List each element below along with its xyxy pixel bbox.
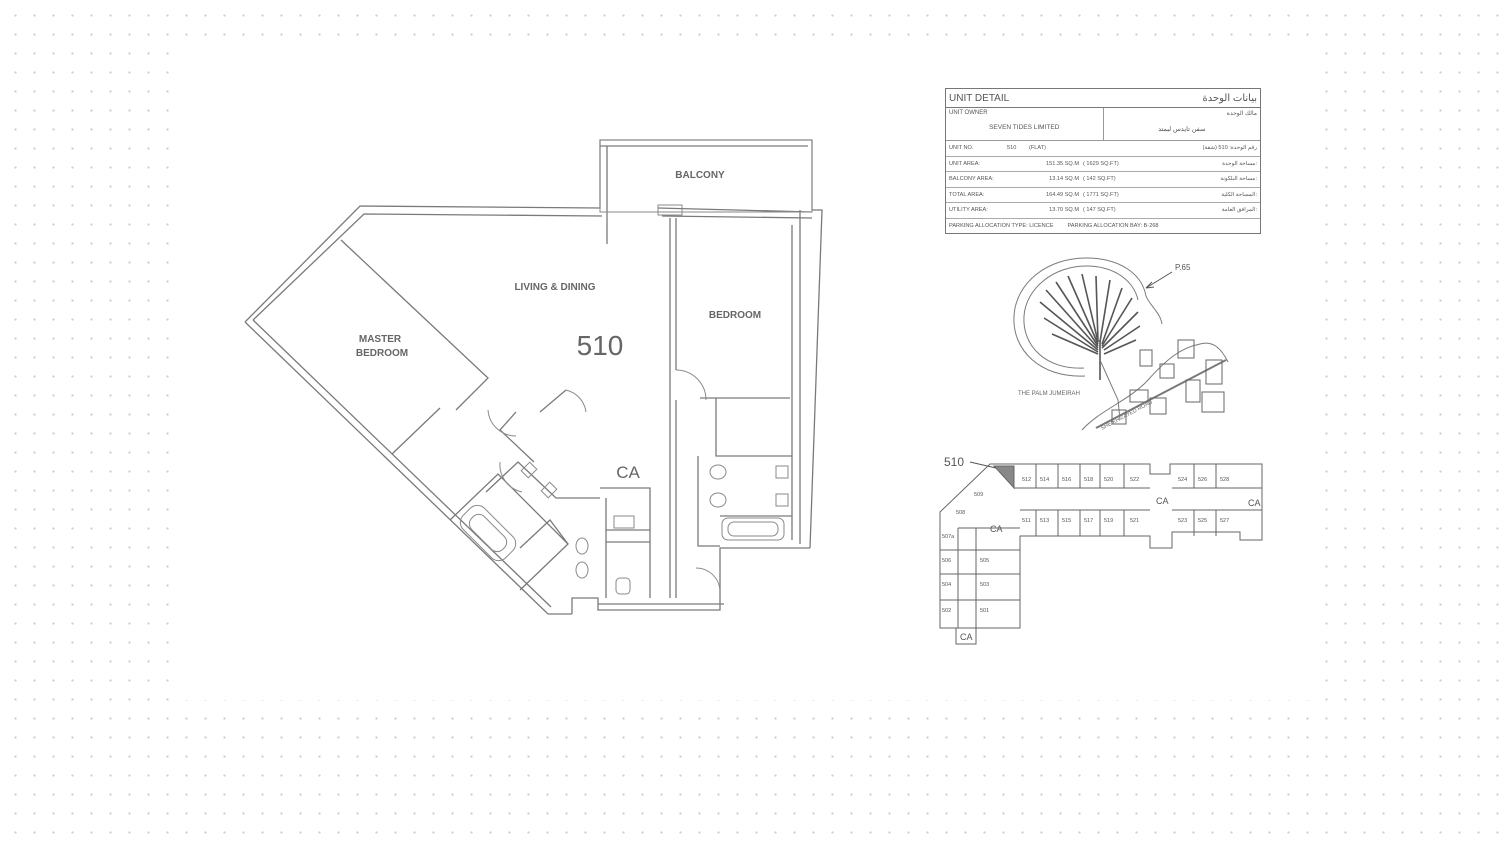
owner-label-ar: مالك الوحدة (1226, 111, 1257, 117)
bath-fixtures (459, 461, 789, 595)
area-label-ar: المرافق العامة: (1221, 207, 1257, 214)
area-sqm: 164.49 SQ.M (1046, 191, 1079, 198)
parking-bay: PARKING ALLOCATION BAY: B-268 (1067, 222, 1159, 229)
unit-detail-header: UNIT DETAIL بيانات الوحدة (946, 89, 1260, 108)
unit-number-label: 510 (577, 330, 624, 361)
area-sqm: 13.14 SQ.M (1049, 176, 1079, 183)
area-sqft: ( 147 SQ.FT) (1083, 207, 1116, 214)
area-sqft: ( 142 SQ.FT) (1083, 176, 1116, 183)
parking-row: PARKING ALLOCATION TYPE: LICENCE PARKING… (946, 219, 1260, 234)
area-label: BALCONY AREA: (949, 176, 994, 183)
master-bedroom-label-1: MASTER (359, 334, 402, 345)
unit-detail-title-ar: بيانات الوحدة (1202, 92, 1257, 104)
area-row: TOTAL AREA: 164.49 SQ.M ( 1771 SQ.FT) ال… (946, 188, 1260, 203)
area-label-ar: مساحة البلكونة: (1220, 176, 1257, 183)
exterior-walls (244, 139, 823, 615)
area-label: TOTAL AREA: (949, 191, 985, 198)
ca-label: CA (616, 463, 640, 482)
parking-type: PARKING ALLOCATION TYPE: LICENCE (949, 222, 1054, 229)
unit-no-ar: رقم الوحدة: 510 (شقة) (1202, 145, 1257, 152)
unit-owner-row: UNIT OWNER SEVEN TIDES LIMITED مالك الوح… (946, 108, 1260, 141)
area-label: UNIT AREA: (949, 160, 980, 167)
door-swings (487, 369, 721, 591)
unit-detail-table: UNIT DETAIL بيانات الوحدة UNIT OWNER SEV… (945, 88, 1261, 234)
area-label-ar: المساحة الكلية: (1221, 191, 1257, 198)
area-sqft: ( 1771 SQ.FT) (1083, 191, 1119, 198)
unit-type: (FLAT) (1029, 145, 1046, 152)
owner-value-ar: سفن تايدس ليمتد (1158, 126, 1206, 133)
area-sqm: 151.35 SQ.M (1046, 160, 1079, 167)
bedroom-label: BEDROOM (709, 310, 761, 321)
interior-walls (340, 218, 792, 598)
area-sqm: 13.70 SQ.M (1049, 207, 1079, 214)
unit-detail-title: UNIT DETAIL (949, 92, 1010, 104)
area-label: UTILITY AREA: (949, 207, 988, 214)
area-sqft: ( 1629 SQ.FT) (1083, 160, 1119, 167)
area-label-ar: مساحة الوحدة: (1222, 160, 1257, 167)
area-row: UTILITY AREA: 13.70 SQ.M ( 147 SQ.FT) ال… (946, 203, 1260, 219)
unit-no-row: UNIT NO. 510 (FLAT) رقم الوحدة: 510 (شقة… (946, 141, 1260, 157)
unit-no-label: UNIT NO. (949, 145, 974, 152)
owner-label: UNIT OWNER (949, 110, 988, 116)
owner-value: SEVEN TIDES LIMITED (989, 124, 1060, 131)
area-row: BALCONY AREA: 13.14 SQ.M ( 142 SQ.FT) مس… (946, 172, 1260, 188)
living-dining-label: LIVING & DINING (514, 282, 595, 293)
master-bedroom-label-2: BEDROOM (356, 348, 408, 359)
balcony-outline (599, 139, 813, 216)
balcony-label: BALCONY (675, 170, 725, 181)
unit-no-value: 510 (1007, 145, 1017, 152)
area-row: UNIT AREA: 151.35 SQ.M ( 1629 SQ.FT) مسا… (946, 157, 1260, 172)
